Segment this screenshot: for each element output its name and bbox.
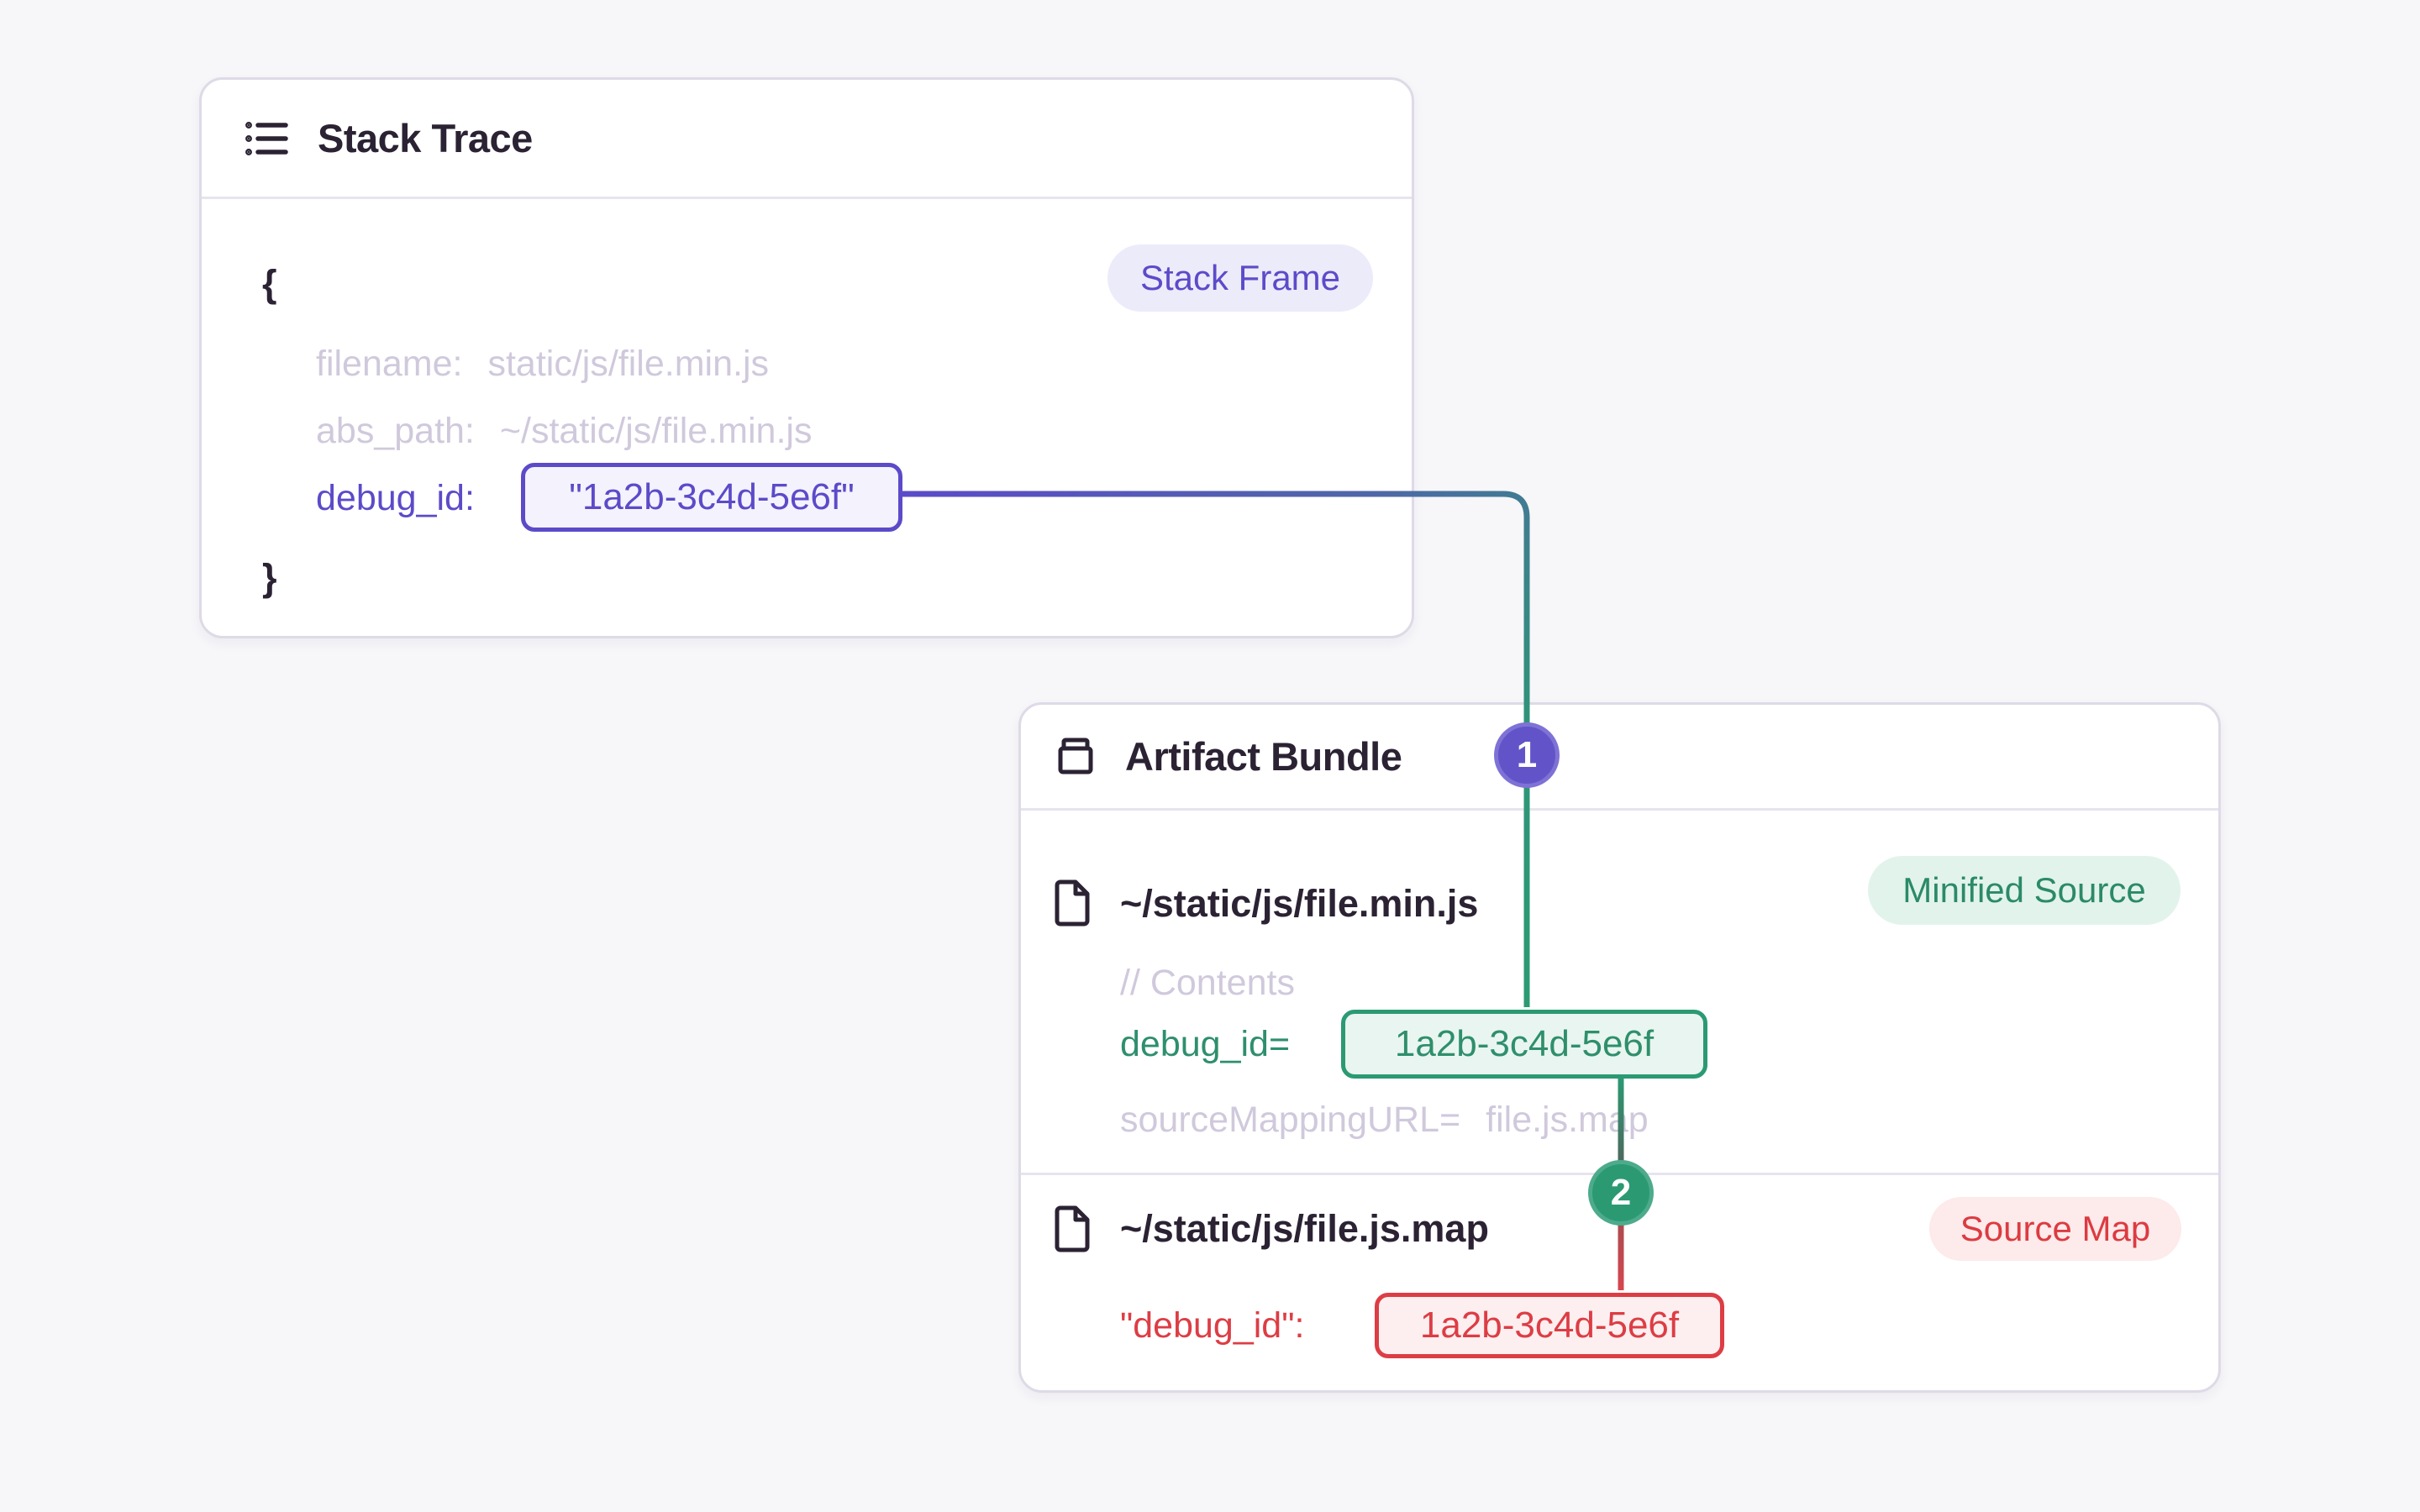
list-icon [245, 119, 289, 158]
bundle-debug-id-value-box: 1a2b-3c4d-5e6f [1341, 1010, 1707, 1079]
artifact-bundle-card: Artifact Bundle ~/static/js/file.min.js … [1018, 702, 2221, 1393]
source-map-badge: Source Map [1929, 1197, 2181, 1261]
bundle-debug-id-key: debug_id= [1120, 1024, 1291, 1064]
filename-value: static/js/file.min.js [487, 344, 769, 384]
abs-path-key: abs_path: [316, 411, 475, 451]
file-icon [1053, 879, 1092, 931]
contents-comment: // Contents [1120, 963, 1295, 1003]
open-brace: { [262, 262, 277, 305]
abs-path-value: ~/static/js/file.min.js [499, 411, 813, 451]
minified-source-badge: Minified Source [1868, 856, 2181, 925]
filename-key: filename: [316, 344, 463, 384]
file-icon [1053, 1205, 1092, 1257]
stack-trace-header: Stack Trace [202, 80, 1412, 199]
artifact-bundle-header: Artifact Bundle [1021, 705, 2218, 811]
stack-trace-title: Stack Trace [318, 116, 533, 160]
sourcemap-file-path: ~/static/js/file.js.map [1120, 1207, 1489, 1250]
stack-trace-card: Stack Trace Stack Frame { filename: stati… [199, 77, 1414, 638]
step-marker-1: 1 [1494, 722, 1560, 788]
sourcemap-debug-id-key: "debug_id": [1120, 1305, 1305, 1346]
filename-line: filename: static/js/file.min.js [316, 337, 769, 391]
debug-id-value-box: "1a2b-3c4d-5e6f" [521, 463, 902, 532]
source-mapping-key: sourceMappingURL= [1120, 1100, 1461, 1140]
minified-file-path: ~/static/js/file.min.js [1120, 882, 1479, 925]
close-brace: } [262, 556, 277, 599]
debug-id-key: debug_id: [316, 478, 475, 518]
abs-path-line: abs_path: ~/static/js/file.min.js [316, 404, 812, 458]
step-marker-2: 2 [1588, 1160, 1654, 1226]
stack-frame-badge: Stack Frame [1107, 244, 1373, 312]
artifact-bundle-title: Artifact Bundle [1125, 734, 1402, 779]
source-mapping-line: sourceMappingURL= file.js.map [1120, 1093, 1649, 1147]
source-mapping-value: file.js.map [1486, 1100, 1649, 1140]
archive-icon [1055, 736, 1097, 778]
sourcemap-debug-id-value-box: 1a2b-3c4d-5e6f [1375, 1293, 1724, 1358]
